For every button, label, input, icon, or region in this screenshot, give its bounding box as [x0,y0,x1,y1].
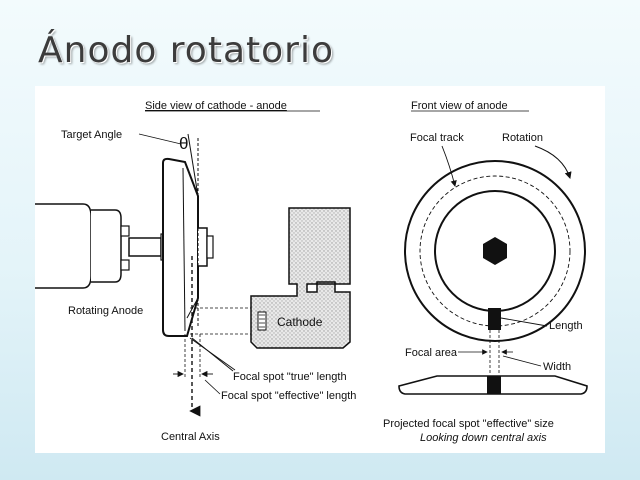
front-view-heading: Front view of anode [411,100,508,112]
anode-diagram: Side view of cathode - anode Front view … [35,100,588,444]
cathode-label: Cathode [277,315,323,329]
effective-length-label: Focal spot "effective" length [221,390,356,402]
projected-size-label: Projected focal spot "effective" size [383,418,554,430]
slide-title: Ánodo rotatorio [38,30,334,71]
motor-housing [35,203,130,289]
front-anode-disk [404,160,586,342]
side-view-heading: Side view of cathode - anode [145,100,287,112]
anode-shaft [128,233,166,261]
projected-focal-spot [398,375,588,395]
focal-spot [488,308,501,330]
focal-area-label: Focal area [405,347,458,359]
cathode-block [250,207,351,349]
theta-symbol: θ [179,134,188,153]
diagram-panel: Side view of cathode - anode Front view … [35,86,605,453]
focal-track-label: Focal track [410,132,464,144]
width-label: Width [543,361,571,373]
target-angle-label: Target Angle [61,129,122,141]
rotating-anode-label: Rotating Anode [68,305,143,317]
central-axis-label: Central Axis [161,431,220,443]
true-length-label: Focal spot "true" length [233,371,347,383]
rotation-label: Rotation [502,132,543,144]
looking-down-label: Looking down central axis [420,432,547,444]
rotating-anode-disk [162,157,214,337]
length-label: Length [549,320,583,332]
